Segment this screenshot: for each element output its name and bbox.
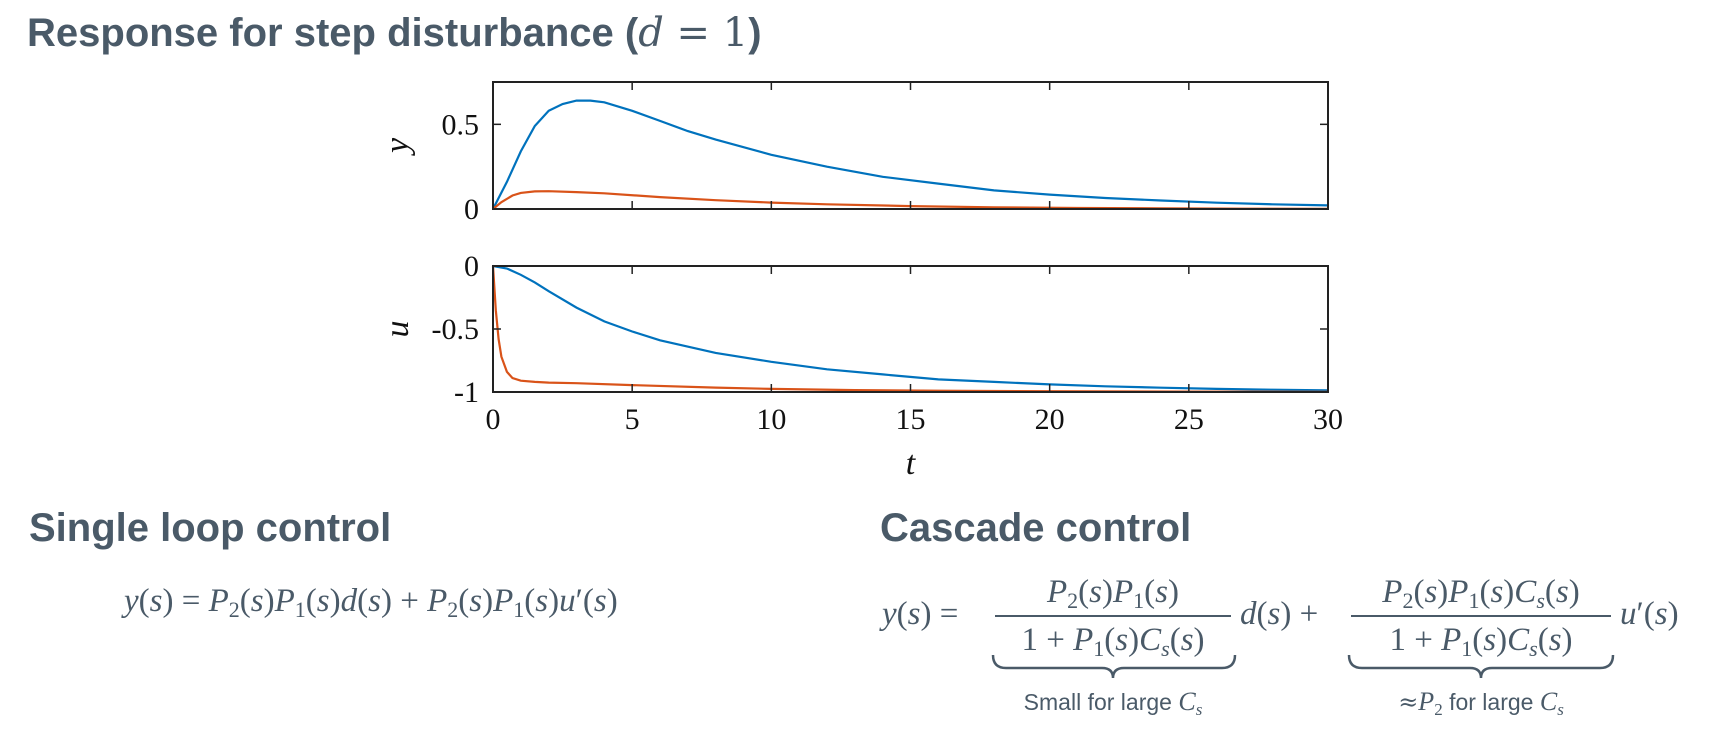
page-title: Response for step disturbance (d = 1) (27, 10, 762, 56)
y-series-1-line (492, 99, 1329, 210)
u-series-1-line (492, 264, 1329, 392)
u-xtick-label: 0 (486, 403, 501, 436)
fraction2-denominator: 1 + P1(s)Cs(s) (1389, 622, 1572, 661)
cascade-heading: Cascade control (880, 506, 1192, 550)
u-axes-frame (492, 265, 1329, 393)
fraction1-numerator: P2(s)P1(s) (1046, 574, 1179, 613)
u-ytick-label: 0 (464, 250, 479, 283)
fraction2-numerator: P2(s)P1(s)Cs(s) (1381, 574, 1579, 613)
axes-u: 0 5 10 15 20 25 30 0 -0.5 -1 u t (379, 250, 1343, 482)
u-xtick-label: 5 (625, 403, 640, 436)
axes-y: 0 0.5 y (379, 81, 1329, 226)
title-math-rest: = 1 (663, 10, 749, 56)
u-x-axis-label: t (906, 445, 917, 482)
underbrace-1-label: Small for large Cs (1024, 687, 1203, 719)
title-text: Response for step disturbance ( (27, 11, 639, 55)
underbrace-1 (991, 654, 1237, 679)
underbrace-2 (1347, 654, 1615, 679)
title-close: ) (748, 11, 762, 55)
u-xtick-label: 15 (896, 403, 926, 436)
u-series-2-line (491, 265, 1329, 393)
u-ytick-label: -1 (454, 376, 479, 409)
y-ytick-label: 0.5 (442, 108, 480, 141)
u-xtick-label: 10 (756, 403, 786, 436)
y-ytick-label: 0 (464, 193, 479, 226)
u-ytick-label: -0.5 (432, 313, 480, 346)
single-loop-heading: Single loop control (29, 506, 392, 550)
cascade-lhs: y(s) = (879, 596, 958, 632)
fraction1-denominator: 1 + P1(s)Cs(s) (1021, 622, 1204, 661)
u-xtick-label: 25 (1174, 403, 1204, 436)
single-loop-equation: y(s) = P2(s)P1(s)d(s) + P2(s)P1(s)u′(s) (121, 583, 618, 622)
y-axis-label: y (379, 137, 416, 156)
u-axis-label: u (379, 321, 416, 338)
underbrace-2-label: ≈P2 for large Cs (1398, 687, 1564, 719)
cascade-middle: d(s) + (1240, 596, 1318, 632)
u-xtick-label: 30 (1313, 403, 1343, 436)
single-loop-equation-text: y(s) = P2(s)P1(s)d(s) + P2(s)P1(s)u′(s) (121, 583, 618, 622)
y-axes-frame (492, 81, 1329, 210)
title-math: d = 1 (638, 10, 748, 56)
cascade-equation: y(s) = P2(s)P1(s) 1 + P1(s)Cs(s) d(s) + … (879, 574, 1679, 719)
title-math-var: d (638, 10, 664, 56)
cascade-tail: u′(s) (1620, 596, 1679, 632)
u-xtick-label: 20 (1035, 403, 1065, 436)
